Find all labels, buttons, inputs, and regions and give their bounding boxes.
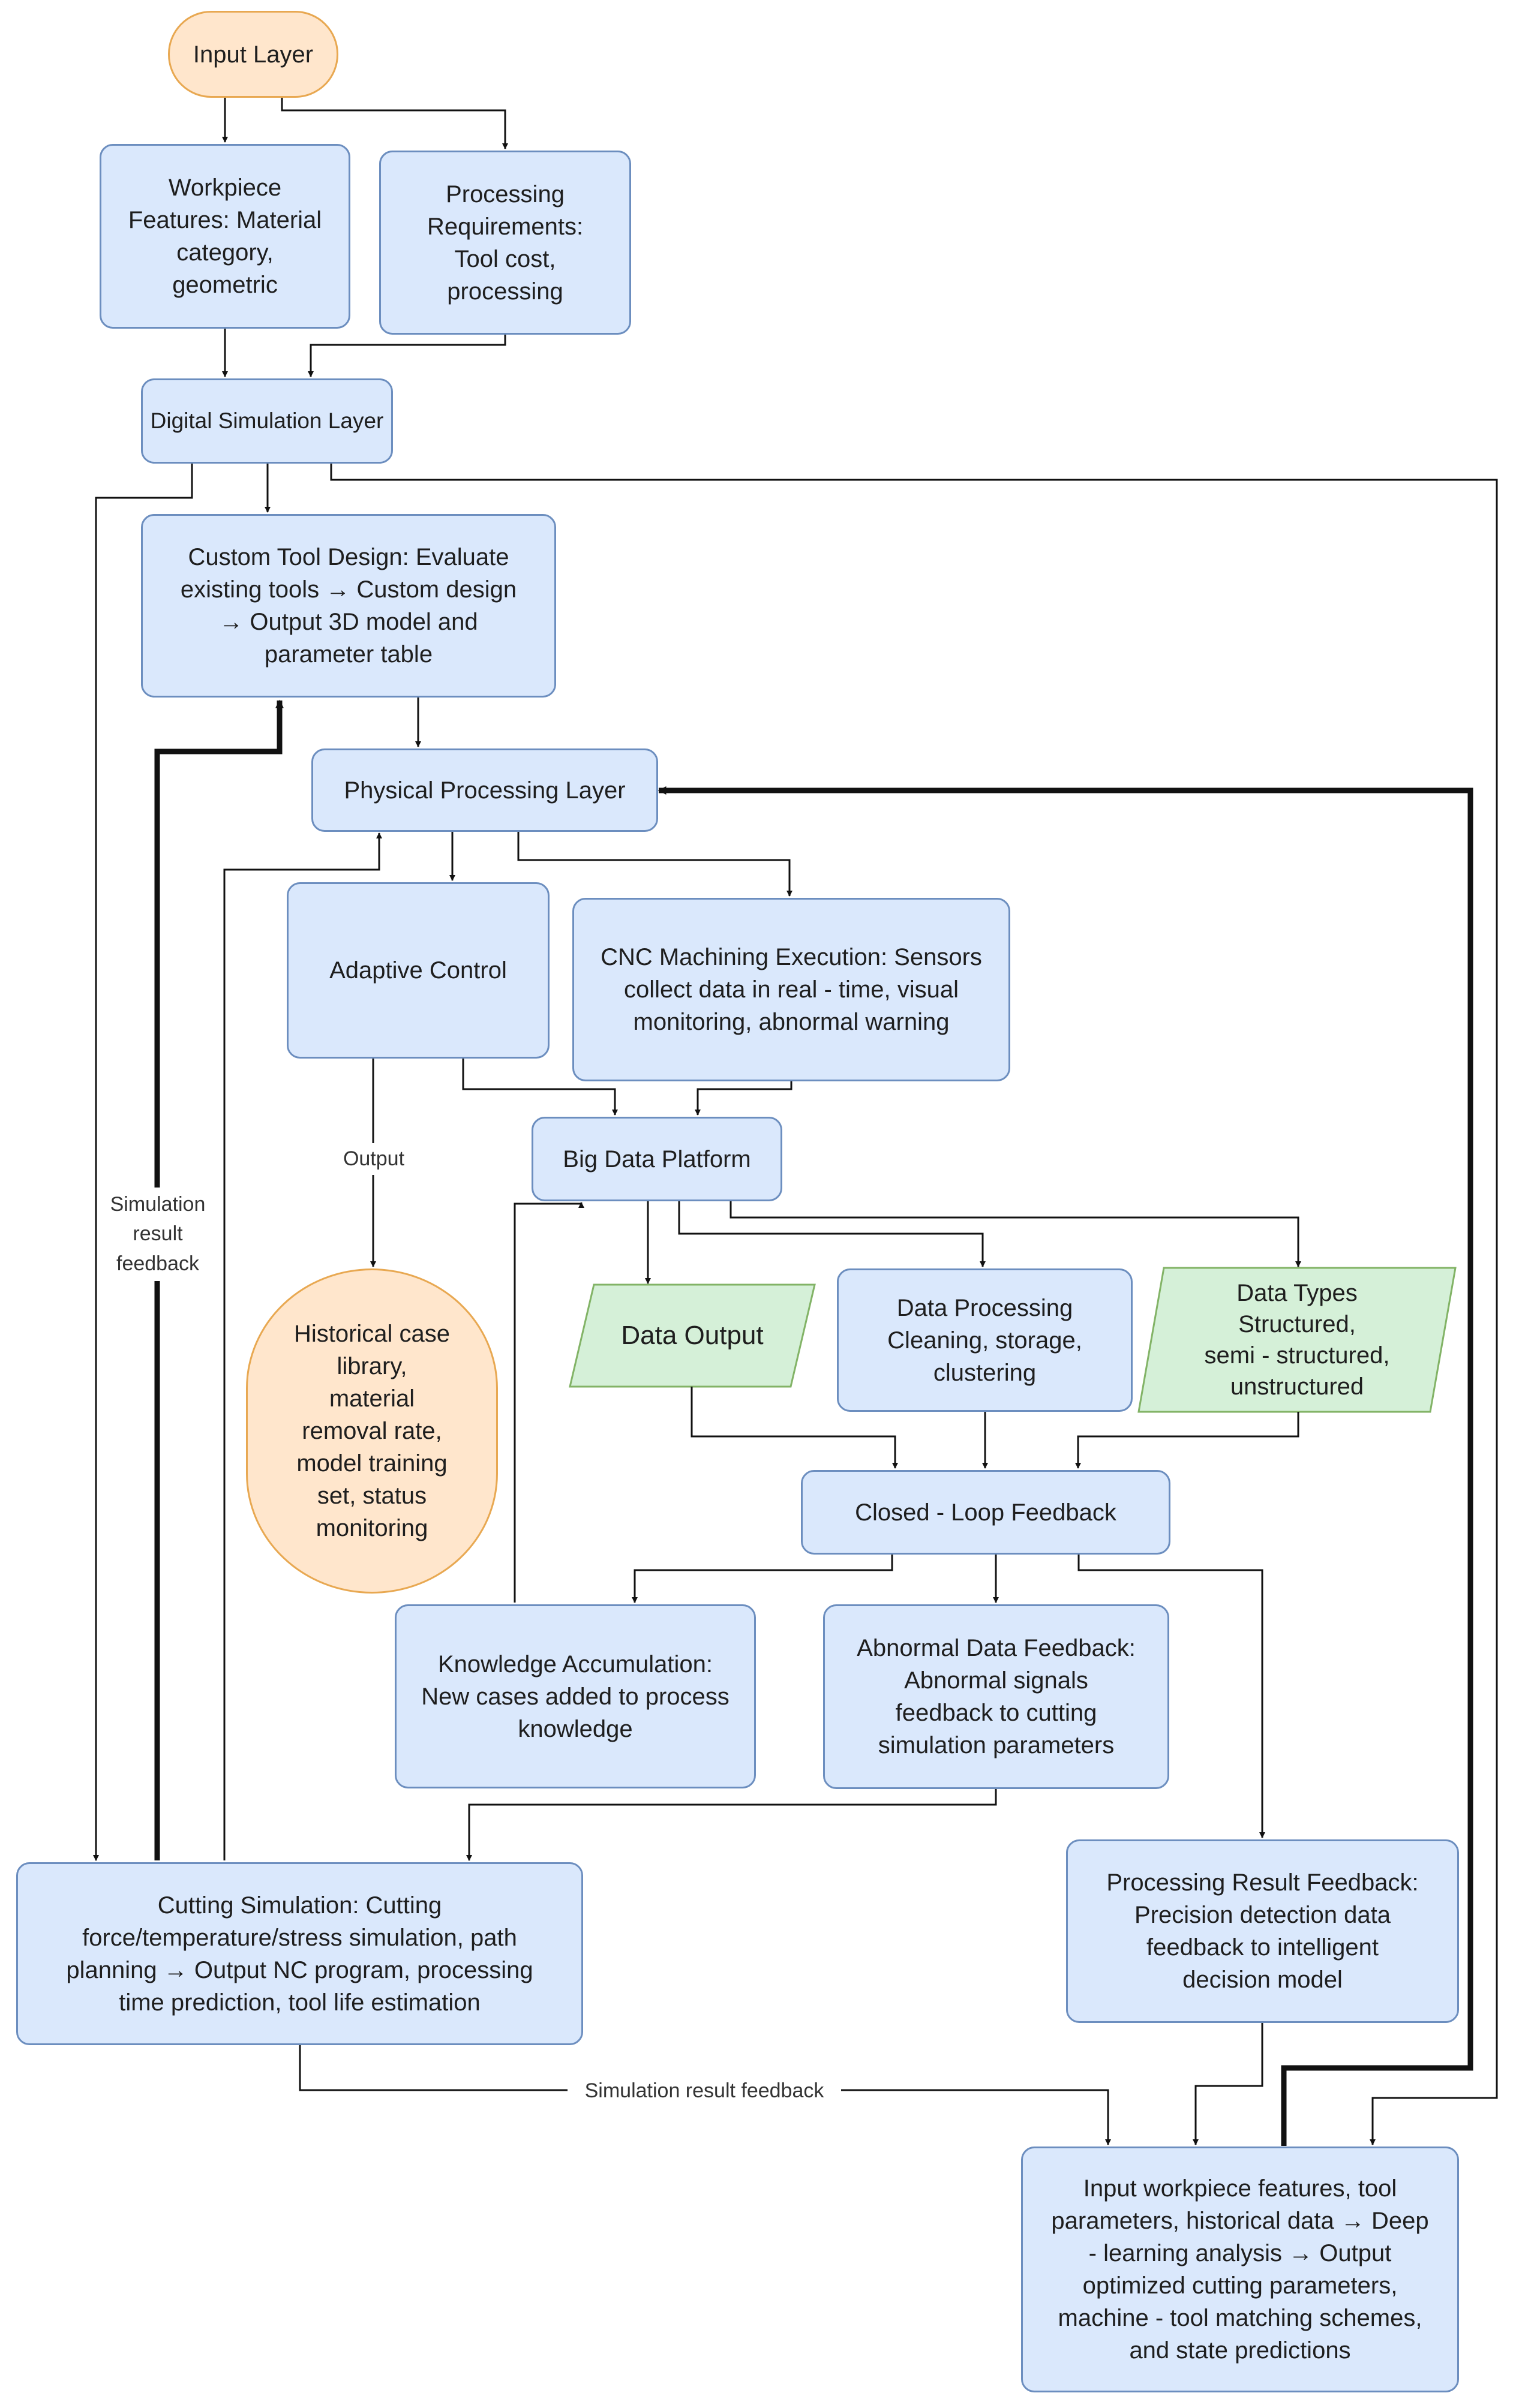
cutting-simulation-node: Cutting Simulation: Cutting force/temper… bbox=[16, 1862, 583, 2045]
edge-adaptive-to-bigdata bbox=[462, 1059, 618, 1116]
data-types-node: Data Types Structured, semi - structured… bbox=[1204, 1280, 1390, 1400]
edge-deeplearning-to-physical-thick bbox=[658, 786, 1473, 2146]
edge-cnc-to-bigdata bbox=[695, 1081, 792, 1116]
edge-bigdata-to-datatypes bbox=[730, 1201, 1301, 1267]
cnc-machining-node: CNC Machining Execution: Sensors collect… bbox=[572, 898, 1010, 1081]
edge-datatypes-to-closedloop bbox=[1075, 1412, 1299, 1469]
edge-result-to-deeplearning bbox=[1193, 2023, 1263, 2145]
custom-tool-design-node: Custom Tool Design: Evaluate existing to… bbox=[141, 514, 556, 698]
data-output-shape bbox=[569, 1283, 816, 1388]
adaptive-control-node: Adaptive Control bbox=[287, 882, 550, 1059]
simulation-result-feedback-left-label: Simulation result feedback bbox=[102, 1188, 214, 1281]
knowledge-accumulation-node: Knowledge Accumulation: New cases added … bbox=[395, 1604, 756, 1788]
data-types-shape bbox=[1137, 1267, 1457, 1413]
edge-cutting-to-custom-thick bbox=[154, 699, 284, 1860]
output-edge-label: Output bbox=[335, 1143, 413, 1176]
historical-case-library-node: Historical case library, material remova… bbox=[246, 1268, 498, 1594]
digital-simulation-layer-node: Digital Simulation Layer bbox=[141, 378, 393, 464]
simulation-result-feedback-bottom-label: Simulation result feedback bbox=[568, 2075, 841, 2108]
edge-bigdata-to-processing bbox=[678, 1201, 986, 1267]
processing-result-feedback-node: Processing Result Feedback: Precision de… bbox=[1066, 1839, 1459, 2023]
edge-cutting-to-physical bbox=[223, 832, 382, 1860]
workpiece-features-node: Workpiece Features: Material category, g… bbox=[100, 144, 350, 329]
processing-requirements-node: Processing Requirements: Tool cost, proc… bbox=[379, 151, 631, 335]
edge-physical-to-cnc bbox=[517, 832, 792, 897]
edge-closedloop-to-result bbox=[1077, 1555, 1265, 1838]
edge-input-to-processing bbox=[281, 98, 508, 149]
closed-loop-feedback-node: Closed - Loop Feedback bbox=[801, 1470, 1170, 1555]
deep-learning-analysis-node: Input workpiece features, tool parameter… bbox=[1021, 2147, 1459, 2392]
data-output-node: Data Output bbox=[621, 1321, 764, 1351]
edge-digital-to-cutting bbox=[93, 464, 193, 1861]
edge-processing-to-digital bbox=[308, 335, 506, 377]
edge-digital-to-deeplearning bbox=[330, 464, 1498, 2145]
edge-closedloop-to-knowledge bbox=[632, 1555, 893, 1603]
physical-processing-layer-node: Physical Processing Layer bbox=[311, 748, 658, 832]
edge-abnormal-to-cutting bbox=[466, 1789, 997, 1861]
abnormal-data-feedback-node: Abnormal Data Feedback: Abnormal signals… bbox=[823, 1604, 1169, 1789]
input-layer-node: Input Layer bbox=[168, 11, 338, 98]
data-processing-node: Data Processing Cleaning, storage, clust… bbox=[837, 1268, 1133, 1412]
edge-dataoutput-to-closedloop bbox=[691, 1387, 898, 1469]
edge-knowledge-to-bigdata bbox=[514, 1202, 584, 1603]
big-data-platform-node: Big Data Platform bbox=[532, 1117, 782, 1201]
